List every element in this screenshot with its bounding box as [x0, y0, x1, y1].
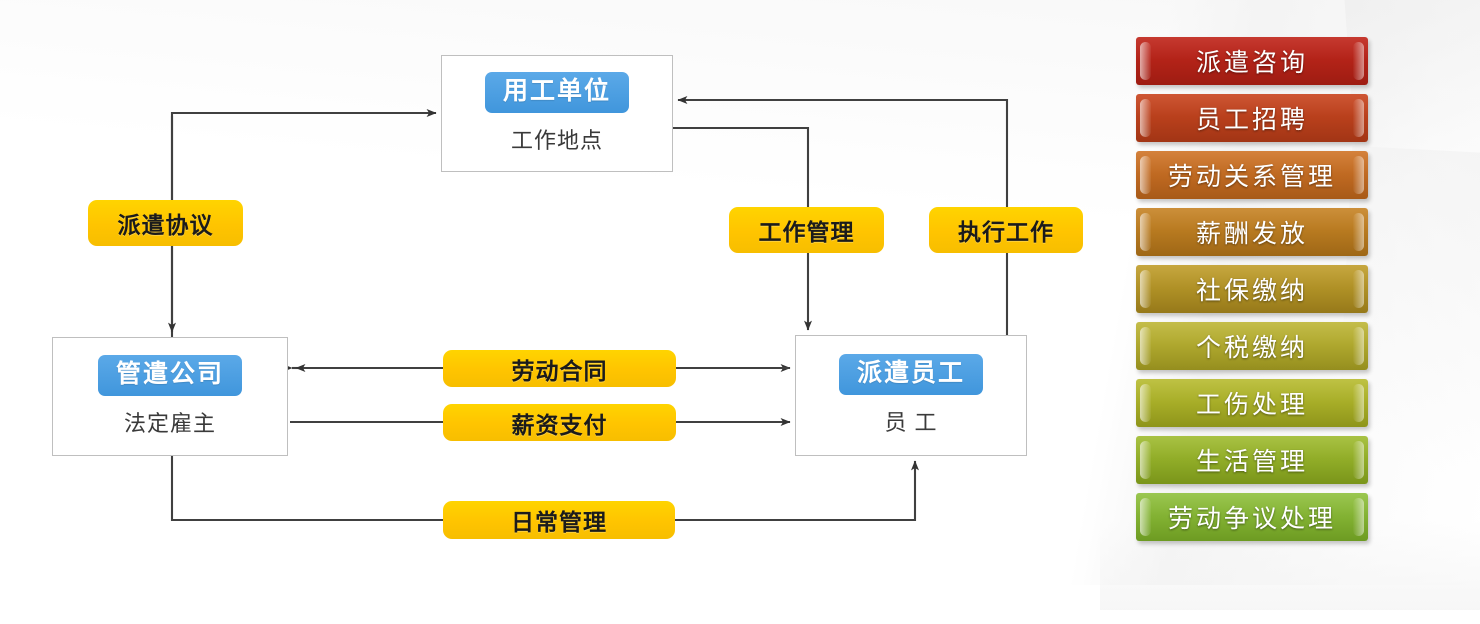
entity-box-agency[interactable]: 管遣公司 法定雇主 — [52, 337, 288, 456]
entity-subtitle-employee: 员 工 — [884, 409, 938, 435]
service-button[interactable]: 工伤处理 — [1136, 379, 1368, 427]
connector-work-management — [673, 126, 812, 331]
service-button-label: 工伤处理 — [1195, 392, 1308, 419]
service-button[interactable]: 个税缴纳 — [1136, 322, 1368, 370]
relation-label-labor-contract[interactable]: 劳动合同 — [443, 350, 676, 387]
service-button-label: 生活管理 — [1195, 449, 1308, 476]
service-button[interactable]: 员工招聘 — [1136, 94, 1368, 142]
service-button[interactable]: 派遣咨询 — [1136, 37, 1368, 85]
service-button-label: 派遣咨询 — [1195, 50, 1308, 77]
relation-label-dispatch-agreement[interactable]: 派遣协议 — [88, 200, 243, 246]
service-button-label: 劳动争议处理 — [1167, 506, 1336, 533]
service-button-label: 劳动关系管理 — [1167, 164, 1336, 191]
relation-label-salary-payment[interactable]: 薪资支付 — [443, 404, 676, 441]
service-button-list: 派遣咨询员工招聘劳动关系管理薪酬发放社保缴纳个税缴纳工伤处理生活管理劳动争议处理 — [1136, 37, 1368, 550]
service-button[interactable]: 薪酬发放 — [1136, 208, 1368, 256]
service-button-label: 员工招聘 — [1195, 107, 1308, 134]
service-button-label: 薪酬发放 — [1195, 221, 1308, 248]
entity-pill-employee: 派遣员工 — [838, 354, 983, 395]
service-button-label: 个税缴纳 — [1195, 335, 1308, 362]
relation-label-execute-work[interactable]: 执行工作 — [929, 207, 1083, 253]
entity-subtitle-employer: 工作地点 — [510, 127, 603, 153]
entity-box-employee[interactable]: 派遣员工 员 工 — [795, 335, 1027, 456]
entity-subtitle-agency: 法定雇主 — [123, 410, 216, 436]
relation-label-work-management[interactable]: 工作管理 — [729, 207, 884, 253]
connector-execute-work — [677, 96, 1009, 335]
service-button[interactable]: 社保缴纳 — [1136, 265, 1368, 313]
relation-label-daily-management[interactable]: 日常管理 — [443, 501, 675, 539]
entity-pill-agency: 管遣公司 — [97, 355, 242, 396]
service-button[interactable]: 生活管理 — [1136, 436, 1368, 484]
entity-pill-employer: 用工单位 — [484, 72, 629, 113]
service-button[interactable]: 劳动关系管理 — [1136, 151, 1368, 199]
service-button-label: 社保缴纳 — [1195, 278, 1308, 305]
service-button[interactable]: 劳动争议处理 — [1136, 493, 1368, 541]
entity-box-employer[interactable]: 用工单位 工作地点 — [441, 55, 673, 172]
